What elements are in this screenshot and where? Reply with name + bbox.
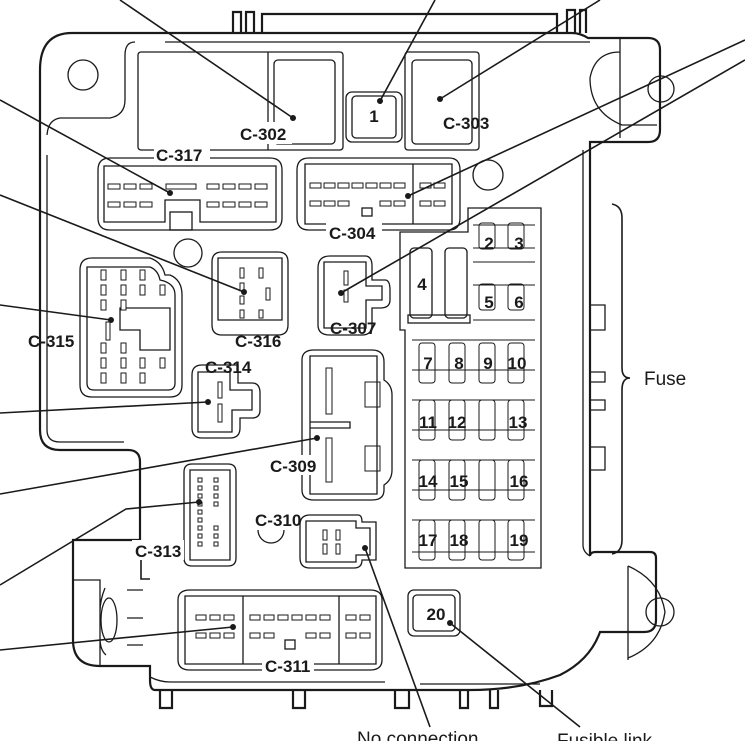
label-c311: C-311 [265,657,310,676]
fuse-12: 12 [448,413,467,432]
top-relay-block [137,51,480,151]
label-c304: C-304 [329,224,376,243]
callout-no-connection: No connection [357,729,478,741]
fuse-9: 9 [483,354,492,373]
connector-labels: C-302 C-303 C-304 C-307 C-309 C-310 C-31… [28,114,489,676]
connector-c309[interactable] [301,349,393,501]
connector-c313[interactable] [183,463,237,567]
connector-c307[interactable] [317,255,391,336]
fuse-10: 10 [508,354,527,373]
fuse-bracket [611,203,631,555]
fuse-7: 7 [423,354,432,373]
label-c317: C-317 [156,146,202,165]
fuse-16: 16 [510,472,529,491]
callout-fuse: Fuse [644,369,686,390]
connector-c315[interactable] [79,257,183,398]
connector-c314[interactable] [191,364,261,439]
label-c315: C-315 [28,332,74,351]
fuse-block [399,207,542,637]
fusible-link-20: 20 [427,605,446,624]
connector-c316[interactable] [211,251,289,336]
label-c316: C-316 [235,332,281,351]
fuse-15: 15 [450,472,469,491]
label-c309: C-309 [270,457,316,476]
fuse-2: 2 [484,234,493,253]
fuse-19: 19 [510,531,529,550]
fuse-18: 18 [450,531,469,550]
fuse-1: 1 [369,107,378,126]
connector-c317[interactable] [97,157,283,231]
label-c314: C-314 [205,358,252,377]
fuse-6: 6 [514,293,523,312]
connector-c304[interactable] [296,157,461,231]
leader-dots [108,96,453,630]
connector-c311[interactable] [177,589,383,671]
fuse-4: 4 [417,275,427,294]
fuse-13: 13 [509,413,528,432]
fuse-11: 11 [419,413,437,432]
label-c310: C-310 [255,511,301,530]
fuse-5: 5 [484,293,493,312]
connector-c310[interactable] [299,514,377,569]
fuse-17: 17 [419,531,438,550]
fuse-14: 14 [419,472,438,491]
housing-outline [38,8,675,710]
fuse-3: 3 [514,234,523,253]
callouts: Fuse No connection Fusible link [357,369,686,741]
fuse-8: 8 [454,354,463,373]
fuse-numbers: 1 2 3 4 5 6 7 8 9 10 11 12 13 14 15 16 1… [369,107,528,624]
callout-fusible-link: Fusible link [557,731,653,741]
label-c303: C-303 [443,114,489,133]
label-c313: C-313 [135,542,181,561]
label-c307: C-307 [330,319,376,338]
label-c302: C-302 [240,125,286,144]
